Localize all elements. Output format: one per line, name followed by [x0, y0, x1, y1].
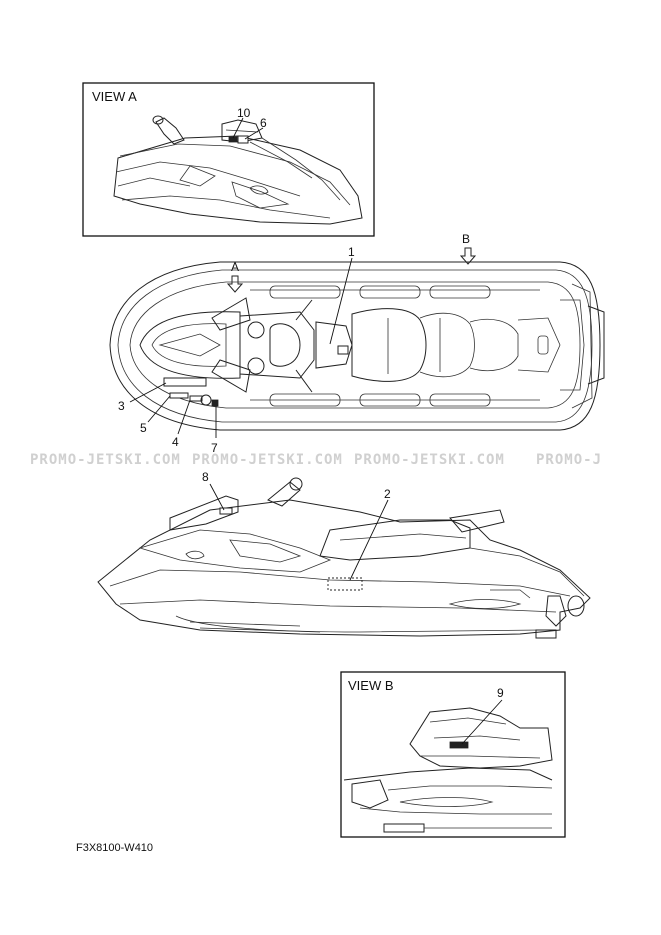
- watermark-2: PROMO-JETSKI.COM: [192, 452, 343, 468]
- arrow-a-icon: [226, 275, 244, 293]
- view-a-bow-drawing: [113, 115, 363, 225]
- watermark-3: PROMO-JETSKI.COM: [354, 452, 505, 468]
- watermark-4: PROMO-J: [536, 452, 602, 468]
- callout-5: 5: [140, 421, 147, 435]
- callout-8: 8: [202, 470, 209, 484]
- callout-4: 4: [172, 435, 179, 449]
- arrow-b-label: B: [462, 232, 470, 246]
- view-a-label: VIEW A: [92, 89, 137, 104]
- callout-9: 9: [497, 686, 504, 700]
- callout-1: 1: [348, 245, 355, 259]
- view-a-panel: VIEW A 10 6: [82, 82, 375, 237]
- view-b-stern-drawing: [343, 707, 553, 833]
- watermark: PROMO-JETSKI.COM PROMO-JETSKI.COM PROMO-…: [30, 452, 602, 468]
- callout-2: 2: [384, 487, 391, 501]
- view-b-label: VIEW B: [348, 678, 394, 693]
- top-view-hull: A B: [109, 232, 605, 431]
- side-view-hull: [97, 477, 591, 639]
- arrow-b-icon: [459, 247, 477, 265]
- view-b-panel: VIEW B 9: [340, 671, 566, 838]
- arrow-a-label: A: [231, 260, 239, 274]
- callout-7: 7: [211, 441, 218, 455]
- callout-6: 6: [260, 116, 267, 130]
- watermark-1: PROMO-JETSKI.COM: [30, 452, 181, 468]
- diagram-code: F3X8100-W410: [76, 842, 153, 854]
- callout-3: 3: [118, 399, 125, 413]
- callout-10: 10: [237, 106, 251, 120]
